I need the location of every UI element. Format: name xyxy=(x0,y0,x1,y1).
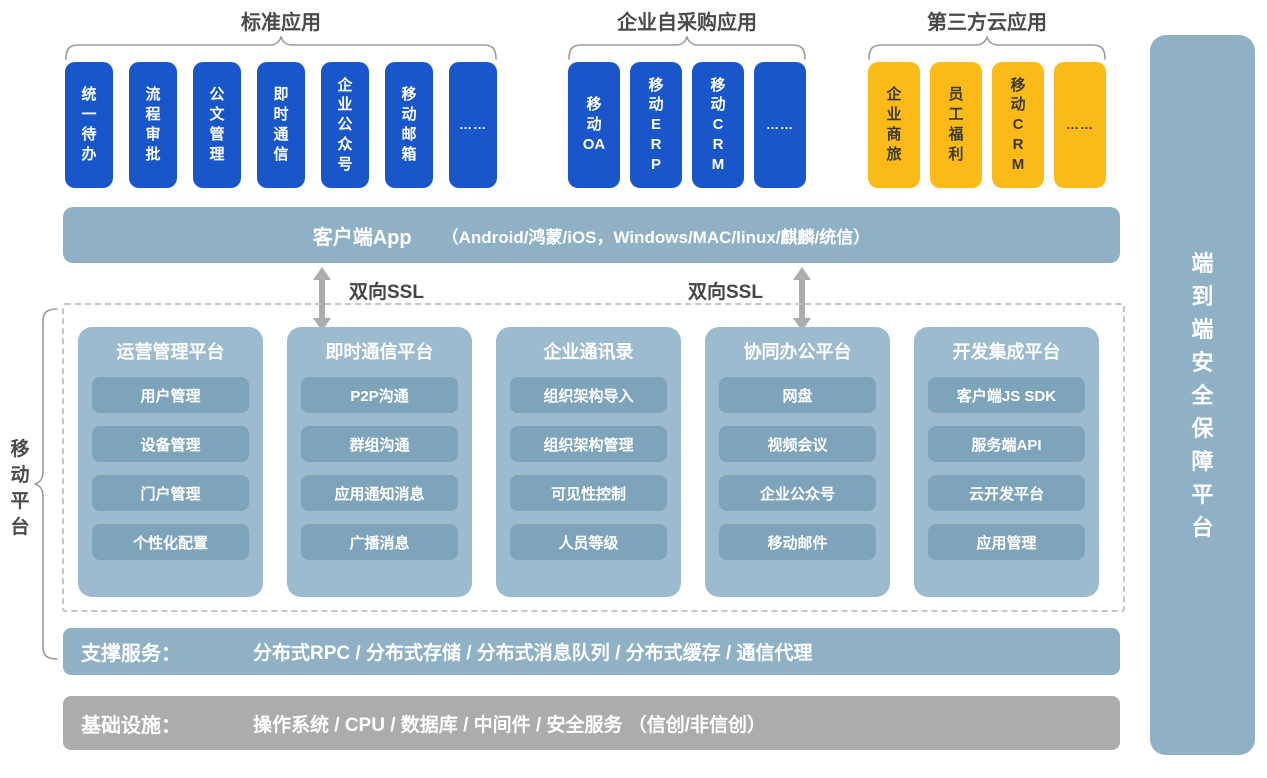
column-title: 企业通讯录 xyxy=(543,342,634,362)
column-item: 应用管理 xyxy=(928,524,1085,560)
overbrace xyxy=(568,36,806,60)
app-box: 即 时 通 信 xyxy=(257,62,305,188)
app-box: 员 工 福 利 xyxy=(930,62,982,188)
column-item: 人员等级 xyxy=(510,524,667,560)
app-box-ellipsis: …… xyxy=(1054,62,1106,188)
column-title: 运营管理平台 xyxy=(116,342,225,362)
column-items: P2P沟通 群组沟通 应用通知消息 广播消息 xyxy=(287,373,472,560)
column-enterprise-directory: 企业通讯录 组织架构导入 组织架构管理 可见性控制 人员等级 xyxy=(496,327,681,597)
column-item: 云开发平台 xyxy=(928,475,1085,511)
column-items: 组织架构导入 组织架构管理 可见性控制 人员等级 xyxy=(496,373,681,560)
app-box: 企 业 商 旅 xyxy=(868,62,920,188)
app-box: 移 动 C R M xyxy=(992,62,1044,188)
column-collaborative-office: 协同办公平台 网盘 视频会议 企业公众号 移动邮件 xyxy=(705,327,890,597)
column-item: 广播消息 xyxy=(301,524,458,560)
support-services-content: 分布式RPC / 分布式存储 / 分布式消息队列 / 分布式缓存 / 通信代理 xyxy=(253,643,813,664)
column-item: 用户管理 xyxy=(92,377,249,413)
mobile-platform-boundary xyxy=(62,303,1125,612)
column-item: 客户端JS SDK xyxy=(928,377,1085,413)
app-box: 流 程 审 批 xyxy=(129,62,177,188)
group-label-third-party: 第三方云应用 xyxy=(927,12,1047,34)
app-box: 统 一 待 办 xyxy=(65,62,113,188)
end-to-end-security-bar: 端 到 端 安 全 保 障 平 台 xyxy=(1150,35,1255,755)
double-arrow-icon xyxy=(793,267,811,331)
column-item: 网盘 xyxy=(719,377,876,413)
client-app-title: 客户端App xyxy=(312,226,412,249)
column-title: 即时通信平台 xyxy=(325,342,434,362)
group-label-standard: 标准应用 xyxy=(241,12,321,34)
column-item: 视频会议 xyxy=(719,426,876,462)
app-group-third-party: 第三方云应用 企 业 商 旅 员 工 福 利 移 动 C R M …… xyxy=(868,10,1106,188)
column-item: 个性化配置 xyxy=(92,524,249,560)
app-box-row: 统 一 待 办 流 程 审 批 公 文 管 理 即 时 通 信 企 业 公 众 … xyxy=(65,62,497,188)
column-items: 网盘 视频会议 企业公众号 移动邮件 xyxy=(705,373,890,560)
infrastructure-label: 基础设施： xyxy=(81,714,181,737)
column-item: 可见性控制 xyxy=(510,475,667,511)
support-services-label: 支撑服务： xyxy=(81,643,181,665)
column-dev-integration: 开发集成平台 客户端JS SDK 服务端API 云开发平台 应用管理 xyxy=(914,327,1099,597)
column-items: 客户端JS SDK 服务端API 云开发平台 应用管理 xyxy=(914,373,1099,560)
infrastructure-content: 操作系统 / CPU / 数据库 / 中间件 / 安全服务 （信创/非信创） xyxy=(253,714,767,736)
app-box-row: 企 业 商 旅 员 工 福 利 移 动 C R M …… xyxy=(868,62,1106,188)
infrastructure-bar: 基础设施： 操作系统 / CPU / 数据库 / 中间件 / 安全服务 （信创/… xyxy=(63,696,1120,750)
column-instant-messaging: 即时通信平台 P2P沟通 群组沟通 应用通知消息 广播消息 xyxy=(287,327,472,597)
app-box-row: 移 动 OA 移 动 E R P 移 动 C R M …… xyxy=(568,62,806,188)
column-title: 协同办公平台 xyxy=(743,342,852,362)
double-arrow-icon xyxy=(313,267,331,331)
client-app-bar: 客户端App （Android/鸿蒙/iOS，Windows/MAC/linux… xyxy=(63,207,1120,263)
app-group-self-procured: 企业自采购应用 移 动 OA 移 动 E R P 移 动 C R M …… xyxy=(568,10,806,188)
app-group-standard: 标准应用 统 一 待 办 流 程 审 批 公 文 管 理 即 时 通 信 企 业… xyxy=(65,10,497,188)
app-box: 移 动 E R P xyxy=(630,62,682,188)
left-brace xyxy=(34,308,58,660)
overbrace xyxy=(868,36,1106,60)
app-box: 企 业 公 众 号 xyxy=(321,62,369,188)
client-app-platforms: （Android/鸿蒙/iOS，Windows/MAC/linux/麒麟/统信） xyxy=(441,227,871,247)
app-box: 移 动 C R M xyxy=(692,62,744,188)
column-item: 企业公众号 xyxy=(719,475,876,511)
column-item: 服务端API xyxy=(928,426,1085,462)
column-item: 组织架构管理 xyxy=(510,426,667,462)
column-item: 群组沟通 xyxy=(301,426,458,462)
column-operation-management: 运营管理平台 用户管理 设备管理 门户管理 个性化配置 xyxy=(78,327,263,597)
group-label-self-procured: 企业自采购应用 xyxy=(617,12,757,34)
column-item: 移动邮件 xyxy=(719,524,876,560)
overbrace xyxy=(65,36,497,60)
ssl-label-left: 双向SSL xyxy=(349,282,424,303)
column-title: 开发集成平台 xyxy=(952,342,1061,362)
ssl-label-right: 双向SSL xyxy=(688,282,763,303)
column-item: 组织架构导入 xyxy=(510,377,667,413)
app-box: 公 文 管 理 xyxy=(193,62,241,188)
mobile-platform-label: 移 动 平 台 xyxy=(10,439,30,538)
column-item: 门户管理 xyxy=(92,475,249,511)
app-box: 移 动 OA xyxy=(568,62,620,188)
column-item: P2P沟通 xyxy=(301,377,458,413)
app-box-ellipsis: …… xyxy=(449,62,497,188)
app-box-ellipsis: …… xyxy=(754,62,806,188)
app-box: 移 动 邮 箱 xyxy=(385,62,433,188)
platform-columns: 运营管理平台 用户管理 设备管理 门户管理 个性化配置 即时通信平台 P2P沟通… xyxy=(78,327,1099,597)
support-services-bar: 支撑服务： 分布式RPC / 分布式存储 / 分布式消息队列 / 分布式缓存 /… xyxy=(63,628,1120,675)
column-items: 用户管理 设备管理 门户管理 个性化配置 xyxy=(78,373,263,560)
column-item: 应用通知消息 xyxy=(301,475,458,511)
column-item: 设备管理 xyxy=(92,426,249,462)
